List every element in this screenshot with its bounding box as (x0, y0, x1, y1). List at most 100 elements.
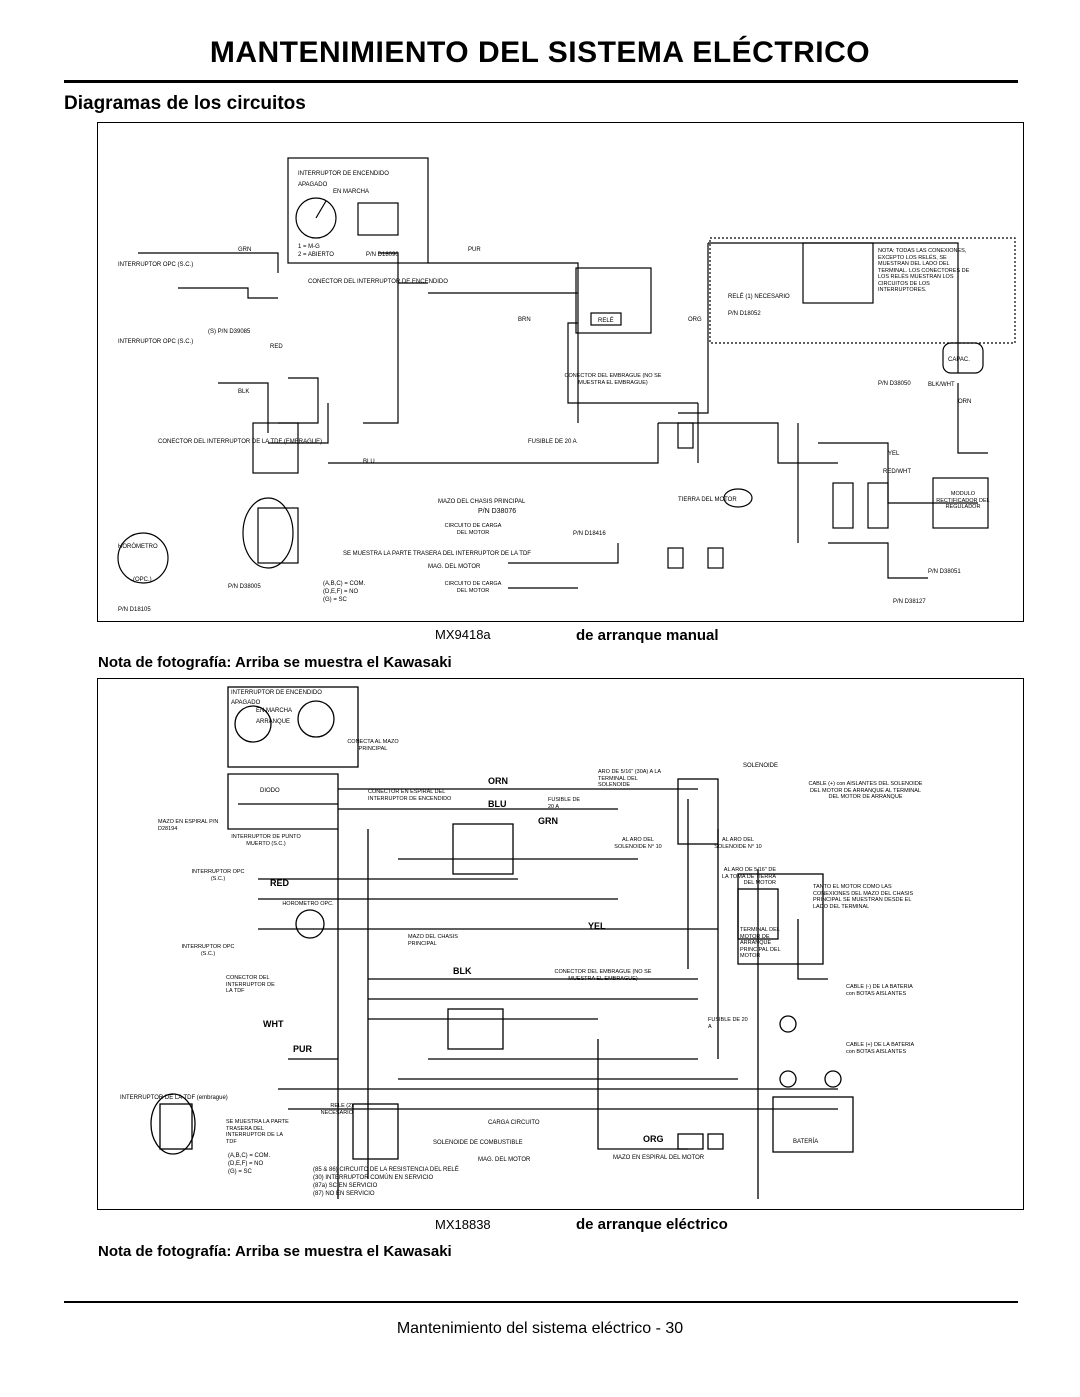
pn-d18052-label: P/N D18052 (728, 311, 761, 317)
engine-ground-label: TIERRA DEL MOTOR (678, 497, 737, 503)
pto-back-label: SE MUESTRA LA PARTE TRASERA DEL INTERRUP… (226, 1119, 289, 1145)
wire-org-label: ORG (643, 1134, 664, 1144)
wire-yel-label: YEL (888, 451, 900, 457)
relay-note: NOTA: TODAS LAS CONEXIONES, EXCEPTO LOS … (878, 248, 970, 293)
terminal-side-note: TANTO EL MOTOR COMO LAS CONEXIONES DEL M… (813, 884, 914, 910)
wire-orn-label: ORN (488, 776, 508, 786)
clutch-connector-label: CONECTOR DEL EMBRAGUE (NO SE MUESTRA EL … (554, 969, 652, 982)
wire-wht-label: WHT (263, 1019, 284, 1029)
connect-harness-label: CONECTA AL MAZO PRINCIPAL (347, 739, 399, 752)
diagram1-type: de arranque manual (576, 627, 719, 644)
positive-cable-label: CABLE (+) con AISLANTES DEL SOLENOIDE DE… (808, 781, 923, 800)
wire-pur-label: PUR (468, 247, 481, 253)
clutch-connector-label: CONECTOR DEL EMBRAGUE (NO SE MUESTRA EL … (564, 373, 662, 386)
engine-mag-label: MAG. DEL MOTOR (428, 564, 481, 570)
key-mg-label: 1 = M-G (298, 244, 320, 250)
ignition-switch-label: INTERRUPTOR DE ENCENDIDO (231, 690, 322, 696)
rectifier-module-label: MÓDULO RECTIFICADOR DEL REGULADOR (936, 491, 990, 510)
ring-516-label: ARO DE 5/16" (30A) A LA TERMINAL DEL SOL… (598, 769, 661, 788)
relay-label: RELÉ (598, 317, 614, 324)
diagram1-code: MX9418a (435, 627, 491, 642)
ignition-switch-label: INTERRUPTOR DE ENCENDIDO (298, 171, 389, 177)
fuse-label: FUSIBLE DE 20 A (528, 439, 577, 445)
solenoid-ring-a-label: AL ARO DEL SOLENOIDE N° 10 (614, 837, 662, 850)
wire-blu-label: BLU (488, 799, 507, 809)
wire-blu-label: BLU (363, 459, 375, 465)
main-harness-label: MAZO DEL CHASIS PRINCIPAL (438, 499, 526, 505)
opc-label: (OPC.) (133, 577, 152, 583)
charge-circuit-label: CIRCUITO DE CARGA DEL MOTOR (444, 523, 502, 536)
solenoid-label: SOLENOIDE (743, 763, 778, 769)
relay-legend-3: (87a) SC EN SERVICIO (313, 1183, 378, 1189)
battery-label: BATERÍA (793, 1138, 818, 1145)
fuse-2-label: FUSIBLE DE 20 A (708, 1017, 748, 1030)
wire-blkwht-label: BLK/WHT (928, 382, 955, 388)
wire-grn-label: GRN (538, 816, 558, 826)
opc-switch-label: INTERRUPTOR OPC (S.C.) (118, 262, 193, 268)
neutral-switch-label: INTERRUPTOR DE PUNTO MUERTO (S.C.) (231, 834, 301, 847)
abc-com-label: (A,B,C) = COM. (323, 581, 366, 587)
relay-legend-4: (87) NO EN SERVICIO (313, 1191, 375, 1197)
pn-d39085-label: (S) P/N D39085 (208, 329, 251, 335)
charge-circuit-2-label: CIRCUITO DE CARGA DEL MOTOR (444, 581, 502, 594)
g-sc-label: (G) = SC (228, 1169, 253, 1175)
wire-pur-label: PUR (293, 1044, 313, 1054)
abc-com-label: (A,B,C) = COM. (228, 1153, 271, 1159)
capacitor-label: CAPAC. (948, 357, 970, 363)
title-rule (64, 80, 1018, 83)
g-sc-label: (G) = SC (323, 597, 348, 603)
fuel-solenoid-label: SOLENOIDE DE COMBUSTIBLE (433, 1140, 523, 1146)
pto-back-label: SE MUESTRA LA PARTE TRASERA DEL INTERRUP… (343, 551, 531, 557)
diagram2-code: MX18838 (435, 1217, 491, 1232)
positive-cable-2-label: CABLE (+) DE LA BATERÍA con BOTAS AISLAN… (846, 1042, 914, 1055)
relay-required-label: RELÉ (1) NECESARIO (728, 293, 790, 300)
engine-spiral-harness-label: MAZO EN ESPIRAL DEL MOTOR (613, 1155, 705, 1161)
wire-brn-label: BRN (518, 317, 531, 323)
hourmeter-label: HORÓMETRO (118, 543, 158, 550)
electric-start-wiring-diagram: INTERRUPTOR DE ENCENDIDO APAGADO EN MARC… (97, 678, 1024, 1210)
pto-switch-label: INTERRUPTOR DE LA TDF (embrague) (120, 1095, 228, 1101)
wire-blk-label: BLK (238, 389, 249, 395)
opc-switch-2-label: INTERRUPTOR OPC (S.C.) (118, 339, 193, 345)
wire-yel-label: YEL (588, 921, 606, 931)
pn-d18090-label: P/N D18090 (366, 252, 399, 258)
off-label: APAGADO (231, 700, 261, 706)
manual-start-wiring-diagram: INTERRUPTOR DE ENCENDIDO APAGADO EN MARC… (97, 122, 1024, 622)
key-open-label: 2 = ABIERTO (298, 252, 334, 258)
start-label: ARRANQUE (256, 719, 290, 725)
relay-legend-2: (30) INTERRUPTOR COMÚN EN SERVICIO (313, 1174, 433, 1181)
pn-d38005-label: P/N D38005 (228, 584, 261, 590)
def-no-label: (D,E,F) = NO (228, 1161, 264, 1167)
pn-d38127-label: P/N D38127 (893, 599, 926, 605)
opc-switch-label: INTERRUPTOR OPC (S.C.) (191, 869, 245, 882)
fuse-label: FUSIBLE DE 20 A (548, 797, 581, 810)
wire-org-label: ORG (688, 317, 702, 323)
pn-d38050-label: P/N D38050 (878, 381, 911, 387)
ignition-connector-label: CONECTOR DEL INTERRUPTOR DE ENCENDIDO (308, 279, 448, 285)
wire-orn-label: ORN (958, 399, 971, 405)
pto-connector-label: CONECTOR DEL INTERRUPTOR DE LA TDF (EMBR… (158, 439, 322, 445)
section-title: Diagramas de los circuitos (64, 93, 306, 114)
spiral-harness-label: MAZO EN ESPIRAL P/N D28194 (158, 819, 219, 832)
ground-ring-label: AL ARO DE 5/16" DE LA TOMA DE TIERRA DEL… (721, 867, 776, 886)
wire-grn-label: GRN (238, 247, 251, 253)
opc-switch-2-label: INTERRUPTOR OPC (S.C.) (181, 944, 235, 957)
pn-d18416-label: P/N D18416 (573, 531, 606, 537)
pn-d38076-label: P/N D38076 (478, 508, 516, 515)
run-label: EN MARCHA (256, 708, 292, 714)
pn-d38051-label: P/N D38051 (928, 569, 961, 575)
charge-circuit-label: CARGA CIRCUITO (488, 1120, 540, 1126)
hourmeter-label: HORÓMETRO OPC. (282, 901, 334, 907)
spiral-connector-label: CONECTOR EN ESPIRAL DEL INTERRUPTOR DE E… (368, 789, 452, 802)
main-chassis-harness-label: MAZO DEL CHASIS PRINCIPAL (408, 934, 458, 947)
solenoid-ring-b-label: AL ARO DEL SOLENOIDE N° 10 (714, 837, 762, 850)
relay-2-label: RELÉ (2) NECESARIO (320, 1103, 353, 1116)
diode-label: DIODO (260, 788, 280, 794)
diagram1-note: Nota de fotografía: Arriba se muestra el… (98, 654, 452, 671)
wire-blk-label: BLK (453, 966, 472, 976)
wire-red-label: RED (270, 344, 283, 350)
footer-rule (64, 1301, 1018, 1303)
wire-red-label: RED (270, 878, 290, 888)
relay-legend-1: (85 & 86) CIRCUITO DE LA RESISTENCIA DEL… (313, 1166, 459, 1173)
pn-d18105-label: P/N D18105 (118, 607, 151, 613)
